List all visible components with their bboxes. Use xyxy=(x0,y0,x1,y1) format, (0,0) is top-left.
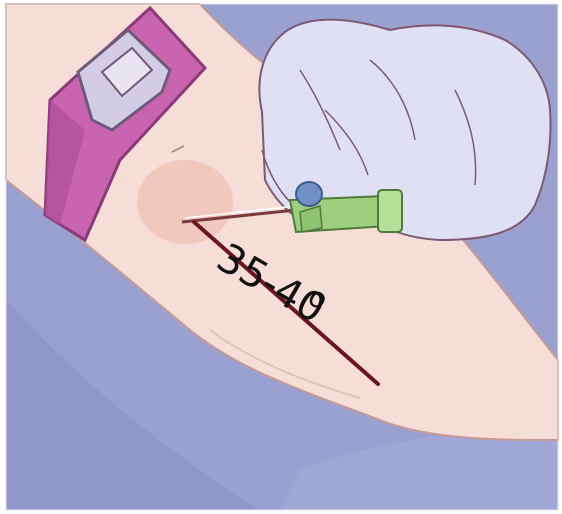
catheter-flashback-chamber xyxy=(378,190,402,232)
injection-site-spot xyxy=(137,160,233,244)
catheter-cap xyxy=(296,182,322,206)
